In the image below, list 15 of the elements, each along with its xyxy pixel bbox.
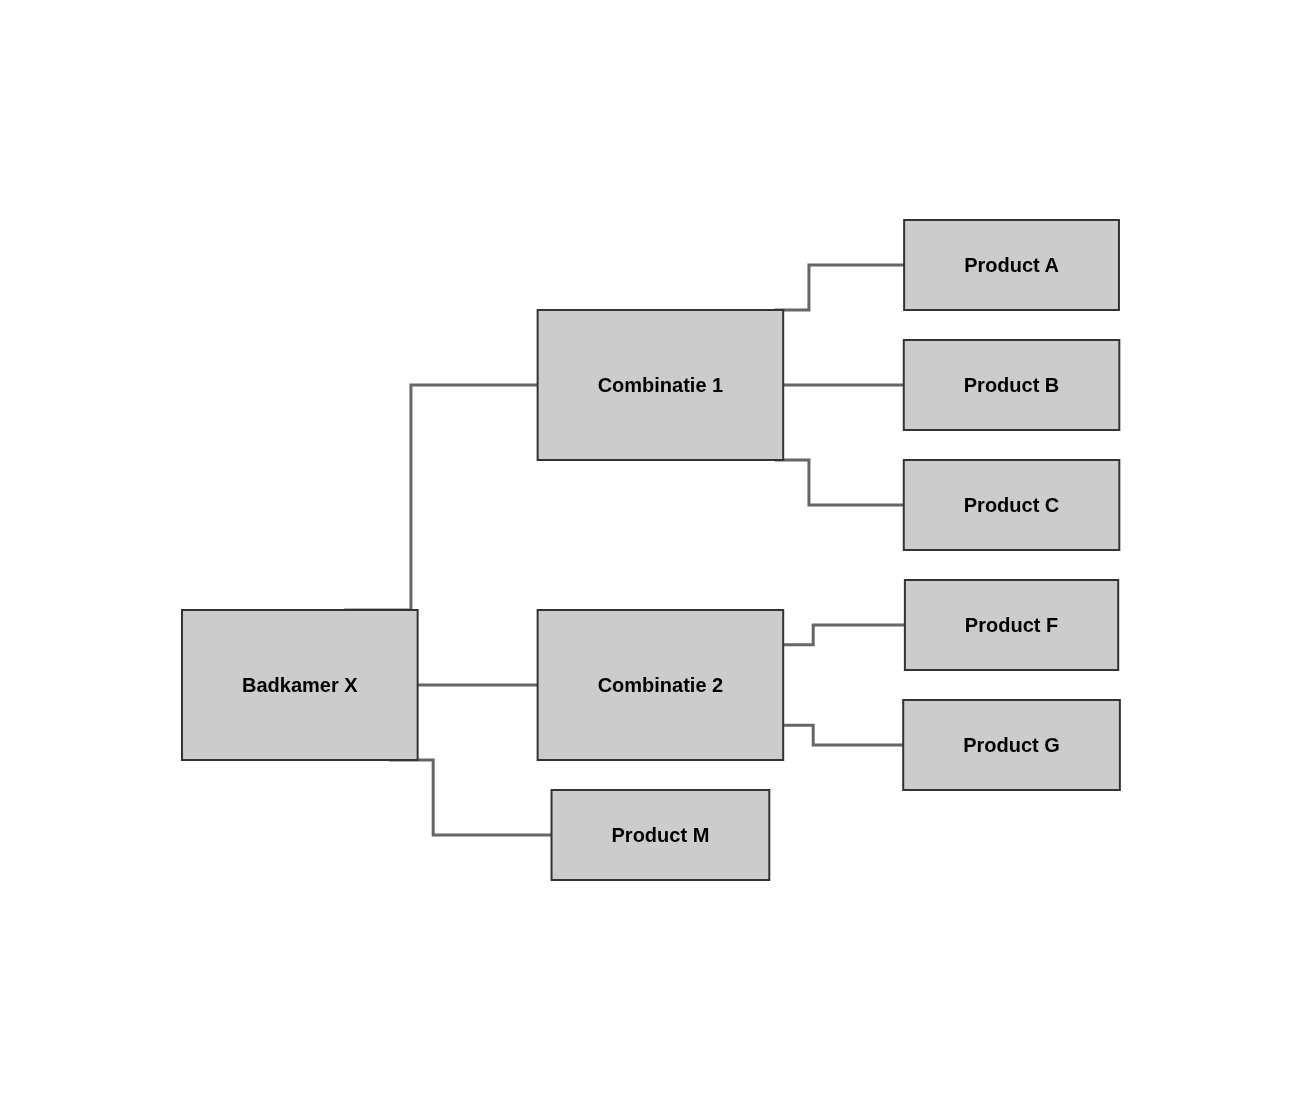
- node-box: Product F: [903, 578, 1120, 671]
- connector: [388, 758, 552, 836]
- node-box: Product A: [903, 218, 1120, 311]
- node-box: Product G: [902, 698, 1121, 791]
- node-box: Badkamer X: [181, 608, 419, 761]
- connector: [774, 458, 904, 506]
- connector: [783, 383, 904, 386]
- node-box: Combinatie 2: [536, 608, 785, 761]
- connector: [783, 623, 905, 646]
- node-box: Product B: [902, 338, 1121, 431]
- node-box: Combinatie 1: [536, 308, 785, 461]
- connector: [783, 723, 904, 746]
- node-box: Product M: [550, 788, 771, 881]
- connector: [417, 683, 538, 686]
- node-box: Product C: [902, 458, 1121, 551]
